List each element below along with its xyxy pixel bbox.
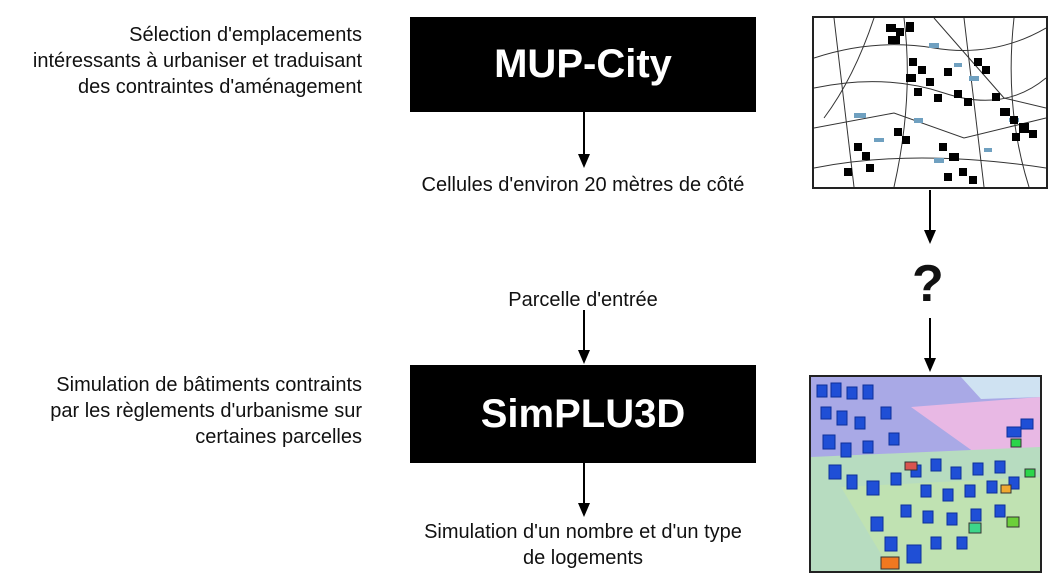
simulation-output-line-1: Simulation d'un nombre et d'un type: [424, 521, 742, 543]
mupcity-description-line-2: intéressants à urbaniser et traduisant: [32, 50, 362, 72]
arrow-parcel-to-simplu3d: [578, 310, 590, 364]
mupcity-map-image: [812, 16, 1048, 189]
mupcity-box: MUP-City: [410, 17, 756, 112]
mupcity-description: Sélection d'emplacements intéressants à …: [0, 22, 362, 100]
simplu3d-description: Simulation de bâtiments contraints par l…: [0, 372, 362, 450]
simplu3d-box: SimPLU3D: [410, 365, 756, 463]
simplu3d-description-line-3: certaines parcelles: [195, 426, 362, 448]
simulation-output-line-2: de logements: [522, 547, 644, 569]
arrow-map-down: [924, 190, 936, 244]
cells-label: Cellules d'environ 20 mètres de côté: [421, 174, 745, 196]
parcel-input-label: Parcelle d'entrée: [508, 289, 658, 311]
simulation-output-label: Simulation d'un nombre et d'un type de l…: [370, 519, 796, 571]
simplu3d-render-image: [809, 375, 1042, 573]
mupcity-description-line-1: Sélection d'emplacements: [129, 24, 362, 46]
arrow-mupcity-to-cells: [578, 112, 590, 168]
simplu3d-description-line-2: par les règlements d'urbanisme sur: [50, 400, 362, 422]
arrow-to-simulation-image: [924, 318, 936, 372]
mupcity-description-line-3: des contraintes d'aménagement: [78, 76, 362, 98]
simplu3d-description-line-1: Simulation de bâtiments contraints: [56, 374, 362, 396]
question-mark: ?: [912, 255, 944, 313]
arrow-simplu3d-to-output: [578, 463, 590, 517]
